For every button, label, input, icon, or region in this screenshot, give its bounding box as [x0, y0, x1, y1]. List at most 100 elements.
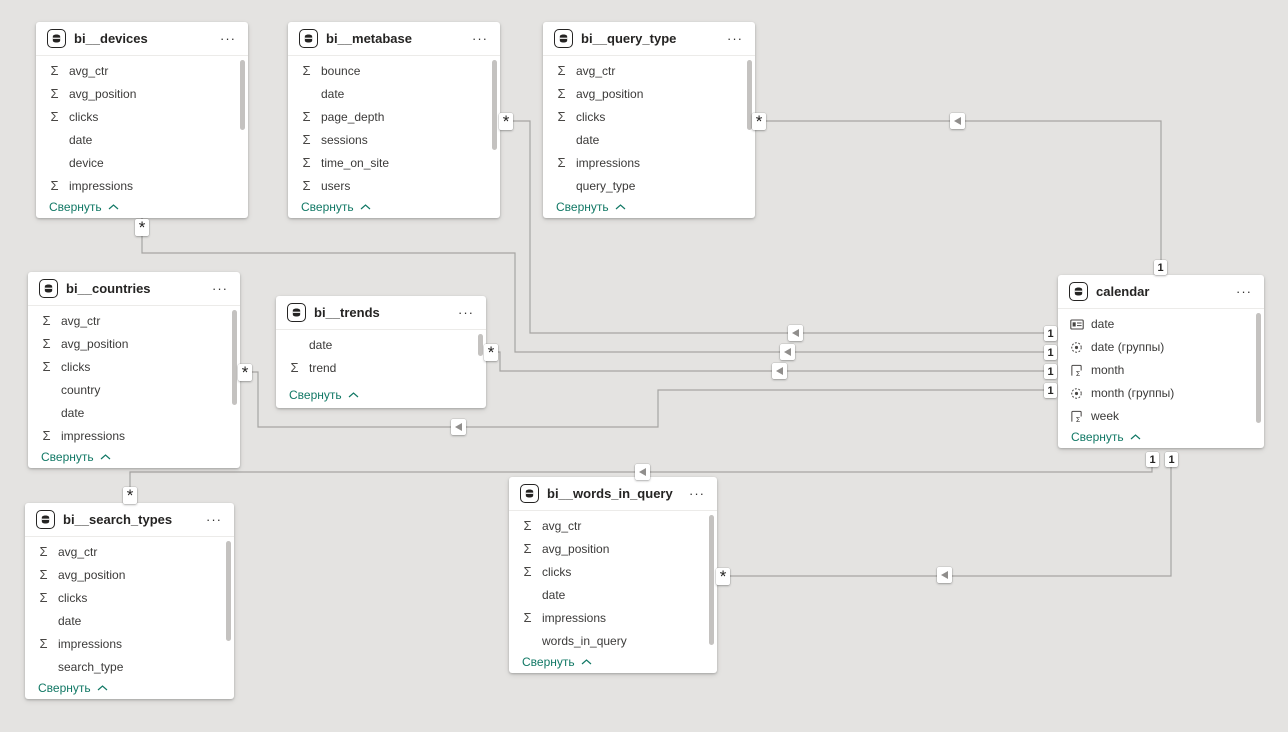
field-row[interactable]: date: [61, 405, 85, 420]
field-row[interactable]: country: [61, 382, 101, 397]
field-row[interactable]: date (группы): [1058, 335, 1264, 358]
scrollbar[interactable]: [747, 60, 752, 195]
cardinality-one-badge[interactable]: 1: [1146, 452, 1159, 467]
cardinality-many-badge[interactable]: *: [499, 112, 513, 131]
scrollbar[interactable]: [240, 60, 245, 195]
more-options-button[interactable]: ···: [220, 30, 236, 46]
field-row[interactable]: date: [576, 132, 600, 147]
field-row[interactable]: date: [321, 86, 345, 101]
field-row[interactable]: Σ week: [1058, 404, 1264, 427]
relationship-line-wordsinquery-calendar[interactable]: [717, 452, 1172, 577]
field-row[interactable]: date: [1058, 312, 1264, 335]
table-header[interactable]: bi__words_in_query ···: [509, 477, 717, 511]
field-row[interactable]: query_type: [576, 178, 636, 193]
relationship-direction-arrow[interactable]: [772, 363, 787, 379]
field-row[interactable]: words_in_query: [542, 633, 627, 648]
relationship-direction-arrow[interactable]: [635, 464, 650, 480]
cardinality-one-badge[interactable]: 1: [1044, 364, 1057, 379]
relationship-line-querytype-calendar[interactable]: [755, 120, 1162, 260]
scrollbar[interactable]: [226, 541, 231, 676]
relationship-direction-arrow[interactable]: [451, 419, 466, 435]
scrollbar[interactable]: [478, 334, 483, 383]
table-header[interactable]: bi__query_type ···: [543, 22, 755, 56]
more-options-button[interactable]: ···: [1236, 283, 1252, 299]
table-header[interactable]: bi__trends ···: [276, 296, 486, 330]
relationship-line-devices-calendar[interactable]: [141, 218, 1044, 353]
relationship-direction-arrow[interactable]: [780, 344, 795, 360]
more-options-button[interactable]: ···: [727, 30, 743, 46]
collapse-link[interactable]: Свернуть: [288, 197, 500, 220]
more-options-button[interactable]: ···: [212, 280, 228, 296]
relationship-direction-arrow[interactable]: [950, 113, 965, 129]
cardinality-many-badge[interactable]: *: [123, 486, 137, 505]
collapse-link[interactable]: Свернуть: [25, 678, 234, 701]
collapse-link[interactable]: Свернуть: [543, 197, 755, 220]
cardinality-many-badge[interactable]: *: [238, 363, 252, 382]
collapse-link[interactable]: Свернуть: [509, 652, 717, 675]
table-header[interactable]: bi__devices ···: [36, 22, 248, 56]
collapse-link[interactable]: Свернуть: [1058, 427, 1264, 450]
scrollbar[interactable]: [232, 310, 237, 445]
relationship-direction-arrow[interactable]: [788, 325, 803, 341]
cardinality-many-badge[interactable]: *: [135, 218, 149, 237]
field-row[interactable]: date: [309, 337, 333, 352]
cardinality-many-badge[interactable]: *: [752, 112, 766, 131]
relationship-line-trends-calendar[interactable]: [486, 351, 1044, 372]
table-header[interactable]: calendar ···: [1058, 275, 1264, 309]
cardinality-many-badge[interactable]: *: [484, 343, 498, 362]
more-options-button[interactable]: ···: [458, 304, 474, 320]
collapse-link[interactable]: Свернуть: [28, 447, 240, 470]
field-row[interactable]: device: [69, 155, 104, 170]
more-options-button[interactable]: ···: [206, 511, 222, 527]
cardinality-one-badge[interactable]: 1: [1165, 452, 1178, 467]
relationship-line-metabase-calendar[interactable]: [500, 120, 1044, 334]
collapse-link[interactable]: Свернуть: [36, 197, 248, 220]
field-row[interactable]: Σ month: [1058, 358, 1264, 381]
cardinality-one-badge[interactable]: 1: [1154, 260, 1167, 275]
scrollbar[interactable]: [709, 515, 714, 650]
relationship-direction-arrow[interactable]: [937, 567, 952, 583]
field-row[interactable]: search_type: [58, 659, 124, 674]
collapse-link[interactable]: Свернуть: [276, 385, 486, 408]
cardinality-one-badge[interactable]: 1: [1044, 345, 1057, 360]
field-row[interactable]: month (группы): [1058, 381, 1264, 404]
cardinality-one-badge[interactable]: 1: [1044, 383, 1057, 398]
cardinality-one-badge[interactable]: 1: [1044, 326, 1057, 341]
field-row[interactable]: date: [69, 132, 93, 147]
table-header[interactable]: bi__search_types ···: [25, 503, 234, 537]
field-row[interactable]: date: [542, 587, 566, 602]
